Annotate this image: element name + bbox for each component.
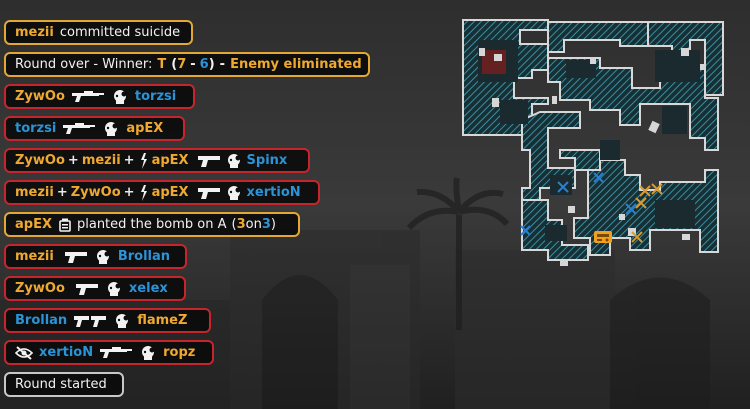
feed-entry-kill-assist: mezii + ZywOo + apEX xertioN	[4, 180, 320, 205]
killer-name: torzsi	[15, 121, 57, 136]
radar-death-markers	[520, 172, 663, 243]
killer-name: mezii	[15, 185, 54, 200]
radar-map	[462, 19, 724, 266]
headshot-icon	[113, 312, 131, 330]
flashbang-icon	[138, 184, 148, 201]
feed-entry-kill: ZywOo xelex	[4, 276, 186, 301]
killer-name: ZywOo	[15, 281, 65, 296]
pistol-icon	[197, 186, 221, 200]
dual-pistols-icon	[73, 314, 107, 328]
flashbang-icon	[138, 152, 148, 169]
feed-entry-round-over: Round over - Winner: T ( 7 - 6 ) - Enemy…	[4, 52, 370, 77]
separator-dash: -	[219, 57, 226, 72]
death-marker-t	[631, 231, 643, 243]
alive-open-paren: (	[231, 217, 237, 232]
sniper-rifle-icon	[99, 346, 133, 360]
blind-eye-icon	[15, 345, 33, 360]
death-marker-ct	[557, 181, 569, 193]
feed-entry-kill: ZywOo torzsi	[4, 84, 195, 109]
victim-name: flameZ	[137, 313, 188, 328]
killer-name: mezii	[15, 249, 54, 264]
score-t: 7	[177, 57, 187, 72]
winner-team: T	[157, 57, 167, 72]
assist-plus: +	[123, 153, 135, 168]
feed-entry-kill: Brollan flameZ	[4, 308, 211, 333]
headshot-icon	[111, 88, 129, 106]
killer-name: Brollan	[15, 313, 68, 328]
assister-name: mezii	[81, 153, 121, 168]
feed-action-text: committed suicide	[59, 25, 181, 40]
assist-plus: +	[56, 185, 68, 200]
feed-entry-kill: torzsi apEX	[4, 116, 185, 141]
headshot-icon	[94, 248, 112, 266]
feed-entry-blind-kill: xertioN ropz	[4, 340, 214, 365]
round-started-text: Round started	[15, 377, 107, 392]
bomb-plant-text: planted the bomb on A	[76, 217, 227, 232]
assist-plus: +	[123, 185, 135, 200]
feed-entry-bomb-plant: apEX planted the bomb on A ( 3 on 3 )	[4, 212, 300, 237]
flash-assister-name: apEX	[151, 185, 189, 200]
player-name: apEX	[15, 217, 52, 232]
death-marker-t	[639, 185, 651, 197]
alive-versus: on	[245, 217, 262, 232]
t-alive-count: 3	[236, 217, 246, 232]
player-name: mezii	[15, 25, 54, 40]
victim-name: xelex	[128, 281, 168, 296]
victim-name: Spinx	[246, 153, 288, 168]
death-marker-ct	[625, 203, 637, 215]
radar-bomb-icon	[594, 231, 612, 243]
headshot-icon	[225, 152, 243, 170]
feed-entry-suicide: mezii committed suicide	[4, 20, 193, 45]
pistol-icon	[75, 282, 99, 296]
headshot-icon	[139, 344, 157, 362]
palm-tree	[406, 177, 510, 330]
killer-name: ZywOo	[15, 89, 65, 104]
death-marker-t	[635, 197, 647, 209]
victim-name: apEX	[126, 121, 164, 136]
pistol-icon	[197, 154, 221, 168]
round-over-label: Round over - Winner:	[15, 57, 153, 72]
headshot-icon	[105, 280, 123, 298]
sniper-rifle-icon	[71, 90, 105, 104]
score-ct: 6	[199, 57, 209, 72]
killer-name: xertioN	[39, 345, 94, 360]
pistol-icon	[64, 250, 88, 264]
feed-entry-kill-assist: ZywOo + mezii + apEX Spinx	[4, 148, 310, 173]
score-open-paren: (	[171, 57, 178, 72]
victim-name: Brollan	[117, 249, 171, 264]
alive-close-paren: )	[270, 217, 276, 232]
killer-name: ZywOo	[15, 153, 65, 168]
assister-name: ZywOo	[70, 185, 121, 200]
flash-assister-name: apEX	[151, 153, 189, 168]
round-end-reason: Enemy eliminated	[230, 57, 362, 72]
assist-plus: +	[67, 153, 79, 168]
headshot-icon	[225, 184, 243, 202]
victim-name: xertioN	[246, 185, 301, 200]
score-close-paren: )	[208, 57, 215, 72]
feed-entry-kill: mezii Brollan	[4, 244, 187, 269]
ct-alive-count: 3	[261, 217, 271, 232]
death-marker-ct	[520, 225, 531, 236]
death-marker-ct	[593, 172, 604, 183]
sniper-rifle-icon	[62, 122, 96, 136]
death-marker-t	[651, 183, 663, 195]
victim-name: ropz	[163, 345, 196, 360]
score-separator: -	[190, 57, 196, 72]
victim-name: torzsi	[134, 89, 177, 104]
headshot-icon	[102, 120, 120, 138]
bomb-icon	[59, 218, 71, 232]
feed-entry-round-started: Round started	[4, 372, 124, 397]
